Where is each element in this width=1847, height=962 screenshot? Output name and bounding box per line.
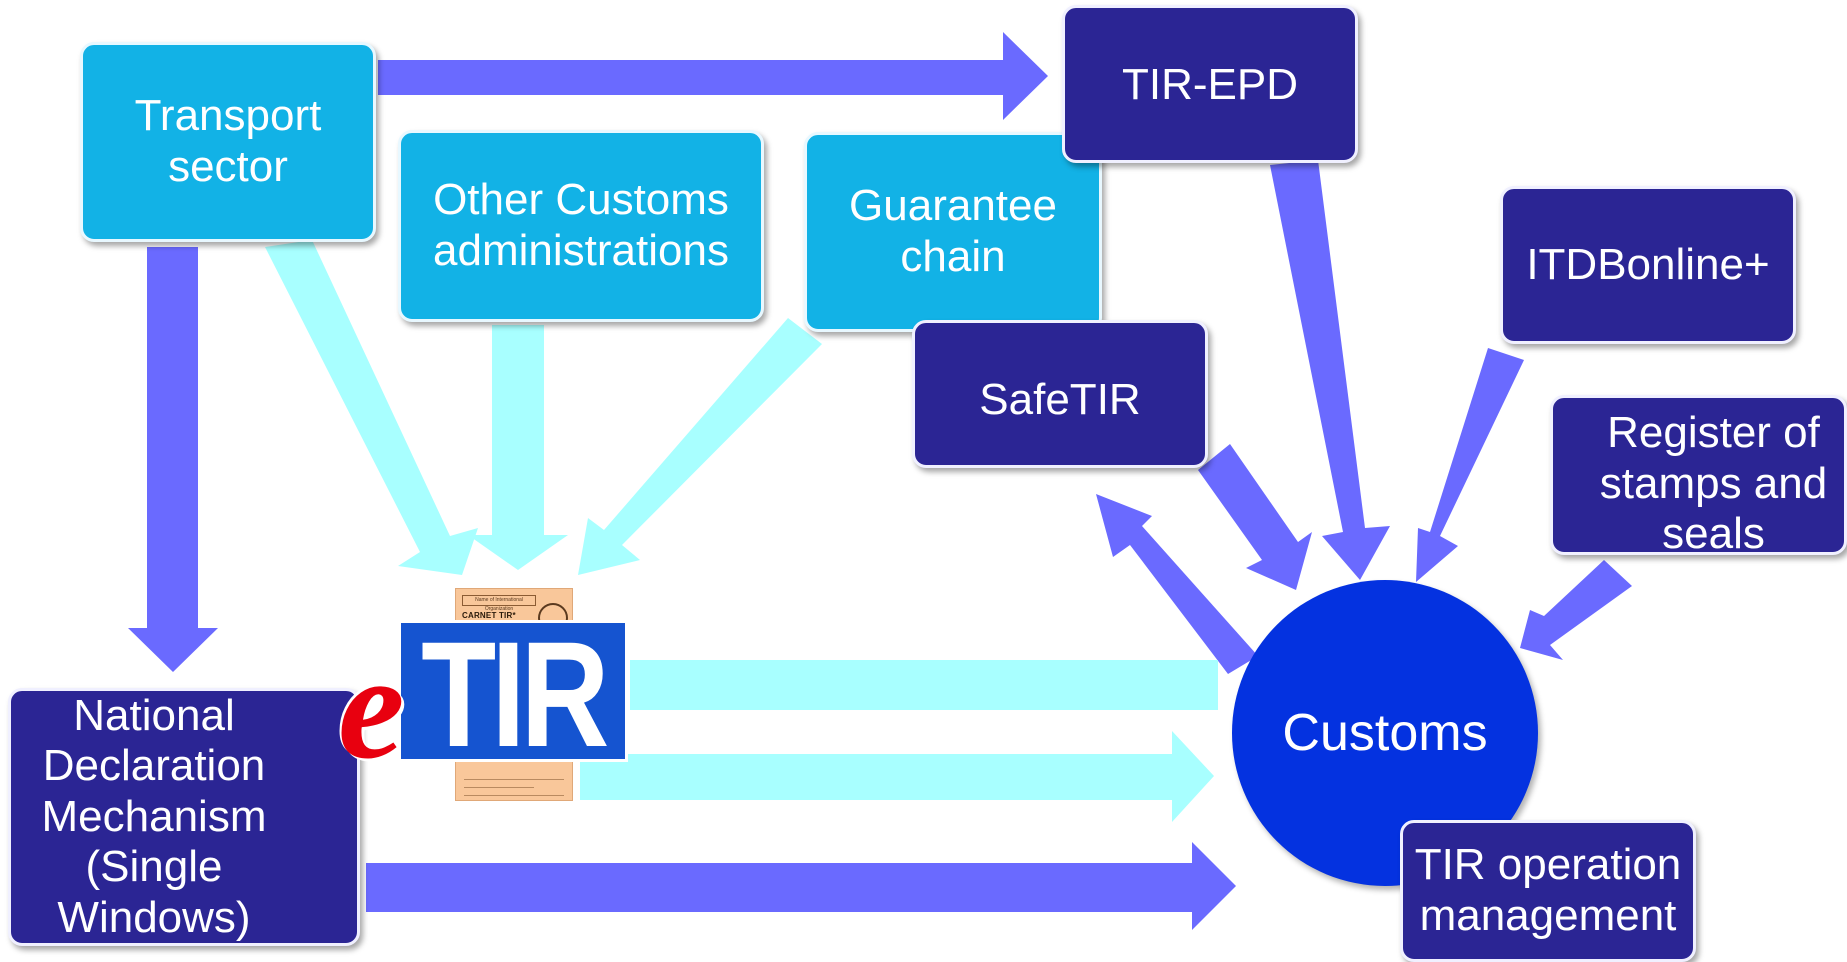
etir-tir-text: TIR (421, 610, 609, 778)
arrow-register-to-customs (1520, 560, 1632, 660)
transport-sector-label: Transport sector (134, 91, 322, 191)
carnet-line (464, 779, 564, 780)
arrow-national-to-customs (366, 842, 1236, 930)
carnet-line (464, 795, 564, 796)
carnet-header: Name of International Organization (462, 595, 536, 612)
tir-epd-box: TIR-EPD (1062, 5, 1358, 163)
carnet-title: CARNET TIR* (462, 611, 516, 620)
tir-operation-management-label: TIR operation management (1414, 840, 1682, 940)
other-customs-box: Other Customs administrations (398, 130, 764, 322)
arrow-customs-to-etir (630, 660, 1218, 710)
arrow-guarantee-to-etir (578, 318, 822, 575)
other-customs-label: Other Customs administrations (433, 175, 729, 275)
arrow-safetir-to-customs (1198, 444, 1312, 590)
arrow-transport-to-etir (265, 240, 478, 575)
national-declaration-label: National Declaration Mechanism (Single W… (41, 690, 267, 942)
national-declaration-box: National Declaration Mechanism (Single W… (8, 688, 360, 946)
arrow-transport-to-tir-epd (378, 32, 1048, 120)
guarantee-chain-box: Guarantee chain (804, 132, 1102, 332)
arrow-tir-epd-to-customs (1270, 160, 1390, 580)
arrow-transport-to-national (128, 247, 218, 672)
register-box: Register of stamps and seals (1550, 395, 1847, 558)
customs-label: Customs (1282, 704, 1488, 762)
tir-epd-label: TIR-EPD (1122, 60, 1298, 109)
transport-sector-box: Transport sector (80, 42, 376, 242)
itdbonline-label: ITDBonline+ (1526, 239, 1770, 289)
safetir-box: SafeTIR (912, 320, 1208, 468)
etir-tir-box: TIR (398, 619, 628, 769)
register-label: Register of stamps and seals (1599, 408, 1828, 559)
guarantee-chain-label: Guarantee chain (849, 181, 1057, 281)
etir-e-letter: e (338, 624, 405, 790)
carnet-line (464, 787, 534, 788)
tir-operation-management-box: TIR operation management (1400, 820, 1696, 962)
arrow-etir-to-customs (580, 731, 1214, 822)
arrow-itdb-to-customs (1416, 348, 1524, 582)
arrow-customs-to-safetir (1096, 494, 1258, 674)
itdbonline-box: ITDBonline+ (1500, 186, 1796, 344)
arrow-other-customs-to-etir (468, 325, 568, 570)
etir-logo: Name of International Organization CARNE… (338, 580, 628, 805)
safetir-label: SafeTIR (979, 375, 1141, 424)
